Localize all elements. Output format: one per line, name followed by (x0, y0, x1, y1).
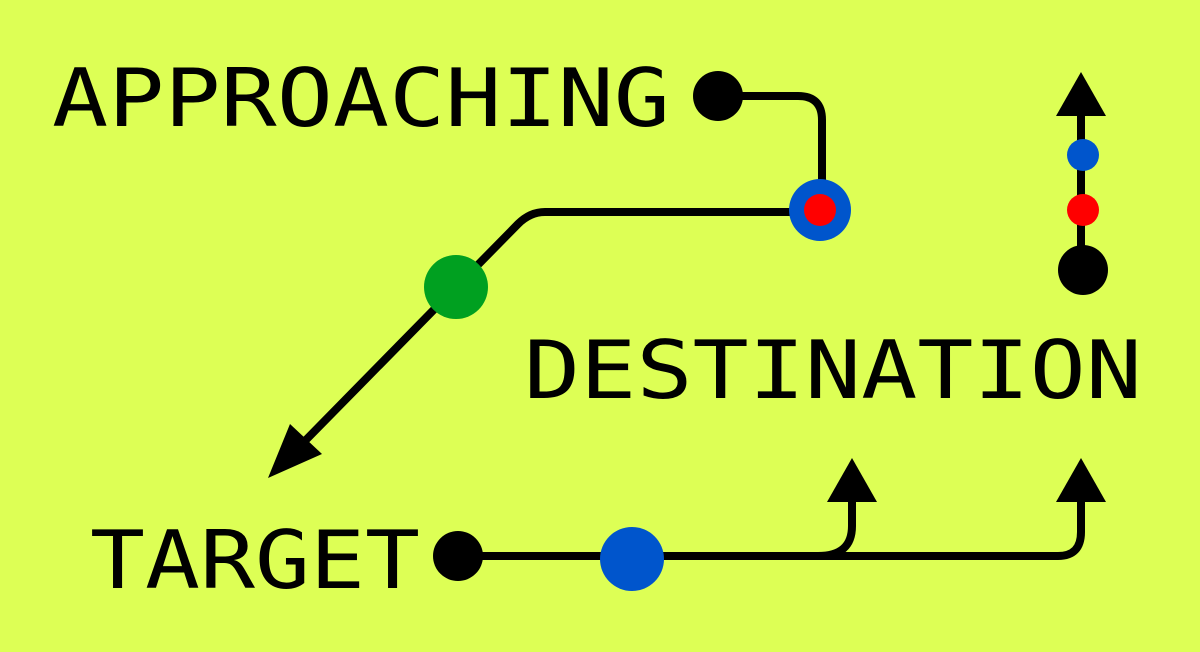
route-approaching-to-junction (714, 92, 826, 214)
arrow-head-up-middle (827, 458, 877, 502)
arrow-head-up-right-top (1056, 72, 1106, 116)
arrow-head-up-right-bottom (1056, 458, 1106, 502)
node-target-start (433, 531, 483, 581)
route-branch-middle (814, 494, 856, 560)
node-junction-red-core (804, 194, 836, 226)
arrow-head-to-target (268, 424, 322, 478)
route-junction-to-target (294, 208, 826, 452)
node-target-blue (600, 527, 664, 591)
node-approaching-start (693, 71, 743, 121)
node-right-red (1067, 194, 1099, 226)
label-destination: DESTINATION (524, 324, 1142, 417)
node-green (424, 255, 488, 319)
label-target: TARGET (90, 514, 420, 607)
label-approaching: APPROACHING (52, 52, 670, 145)
node-right-blue (1067, 139, 1099, 171)
route-target-horizontal (454, 494, 1085, 560)
node-right-black (1058, 245, 1108, 295)
